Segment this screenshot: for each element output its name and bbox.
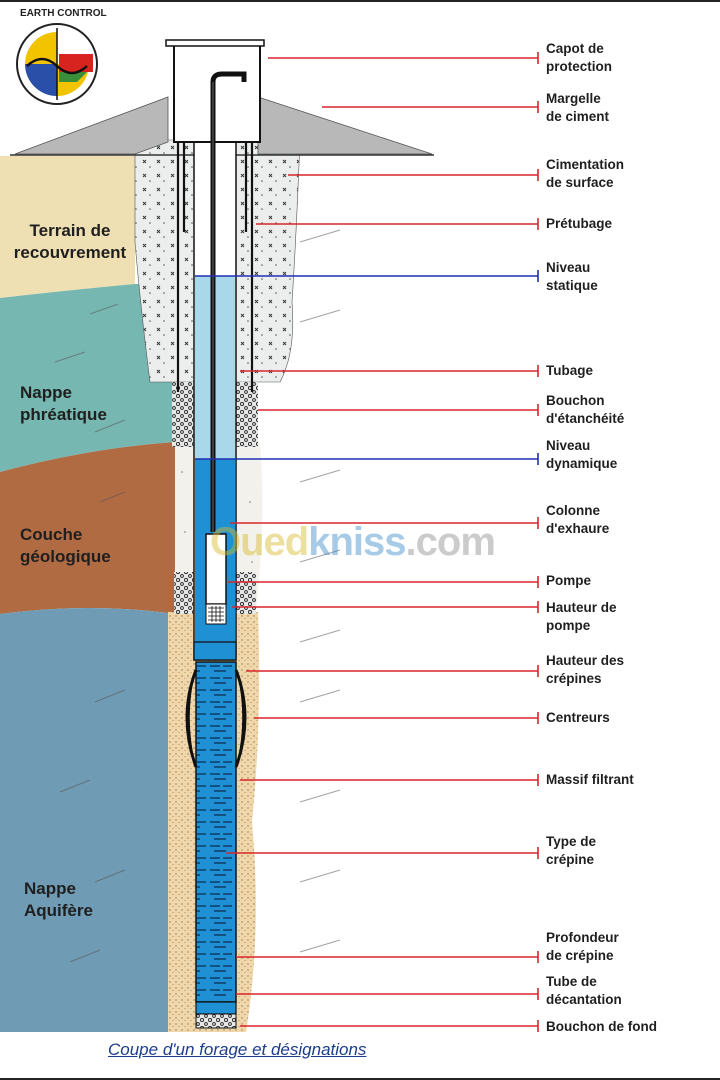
callout-hauteur-pompe: Hauteur de pompe xyxy=(546,600,617,633)
earth-control-logo xyxy=(16,23,98,105)
callout-centreurs: Centreurs xyxy=(546,710,610,725)
layer-geologique-area xyxy=(0,442,175,614)
callout-tube-decantation: Tube de décantation xyxy=(546,974,622,1007)
callout-tubage: Tubage xyxy=(546,363,593,378)
seal-left xyxy=(172,382,194,447)
margelle xyxy=(14,96,169,155)
watermark: Ouedkniss.com xyxy=(210,520,496,565)
watermark-part1: Oued xyxy=(210,520,309,564)
layer-label-phreatique: Nappe phréatique xyxy=(20,383,107,424)
callout-cimentation: Cimentation de surface xyxy=(546,157,625,190)
callout-profondeur-crepine: Profondeur de crépine xyxy=(546,930,619,963)
layer-label-recouvrement: Terrain de recouvrement xyxy=(13,221,127,262)
callout-colonne-exhaure: Colonne d'exhaure xyxy=(546,503,610,536)
layer-label-geologique: Couche géologique xyxy=(20,525,111,566)
callout-capot: Capot de protection xyxy=(546,41,612,74)
settling-tube xyxy=(195,1001,237,1015)
layer-label-aquifere: Nappe Aquifère xyxy=(24,879,93,920)
layer-recouvrement-area xyxy=(0,156,135,298)
screen xyxy=(195,661,237,1003)
rising-main xyxy=(210,71,247,532)
watermark-part2: kniss xyxy=(308,520,406,564)
callout-niveau-statique: Niveau statique xyxy=(546,260,598,293)
seal-right xyxy=(236,382,258,447)
callout-bouchon-fond: Bouchon de fond xyxy=(546,1019,657,1034)
bottom-plug xyxy=(195,1013,237,1029)
callout-massif-filtrant: Massif filtrant xyxy=(546,772,634,787)
protective-cap xyxy=(173,41,261,143)
callout-pretubage: Prétubage xyxy=(546,216,613,231)
callout-niveau-dynamique: Niveau dynamique xyxy=(546,438,618,471)
callout-type-crepine: Type de crépine xyxy=(546,834,597,867)
layer-aquifere-area xyxy=(0,608,175,1032)
figure-caption: Coupe d'un forage et désignations xyxy=(108,1040,367,1059)
layer-phreatique-area xyxy=(0,284,175,472)
margelle-right xyxy=(257,96,433,155)
seal-left-2 xyxy=(174,572,194,614)
watermark-part3: .com xyxy=(405,520,496,564)
callout-hauteur-crepines: Hauteur des crépines xyxy=(546,653,625,686)
callout-margelle: Margelle de ciment xyxy=(546,91,610,124)
callout-bouchon-etancheite: Bouchon d'étanchéité xyxy=(546,393,625,426)
logo-text: EARTH CONTROL xyxy=(20,8,107,19)
callout-pompe: Pompe xyxy=(546,573,592,588)
callout-leaders xyxy=(226,52,539,1032)
